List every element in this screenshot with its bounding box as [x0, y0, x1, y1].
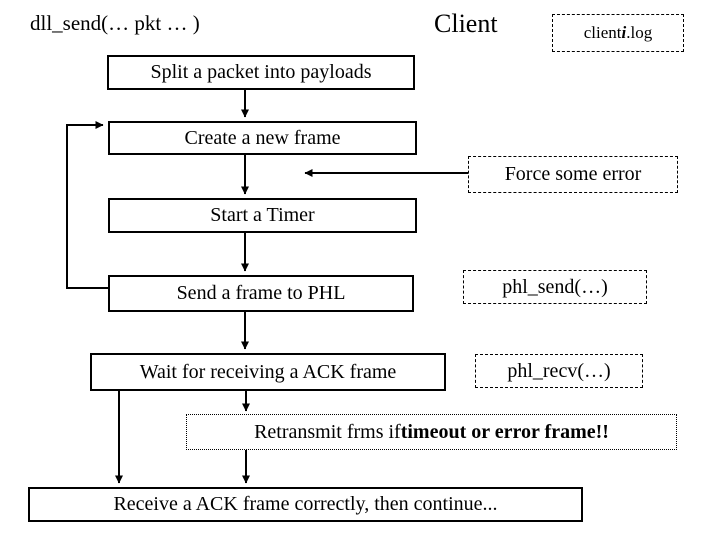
dll-send-label: dll_send(… pkt … )	[30, 11, 200, 35]
step-start-timer: Start a Timer	[108, 198, 417, 233]
step-create-frame: Create a new frame	[108, 121, 417, 155]
step-create-frame-label: Create a new frame	[184, 126, 341, 149]
step-wait-ack: Wait for receiving a ACK frame	[90, 353, 446, 391]
step-wait-ack-label: Wait for receiving a ACK frame	[139, 360, 397, 383]
step-start-timer-label: Start a Timer	[210, 204, 315, 226]
client-log-suffix: .log	[626, 23, 653, 42]
step-split-packet-label: Split a packet into payloads	[150, 61, 372, 83]
step-send-frame: Send a frame to PHL	[108, 275, 414, 312]
client-log-prefix: client	[583, 23, 622, 42]
note-retransmit: Retransmit frms if timeout or error fram…	[186, 414, 677, 450]
step-receive-ack-label: Receive a ACK frame correctly, then cont…	[113, 493, 498, 515]
note-retransmit-normal: Retransmit frms if	[254, 420, 401, 443]
note-force-error-label: Force some error	[504, 163, 642, 185]
arrow-loop-send-to-create	[66, 121, 108, 289]
step-receive-ack: Receive a ACK frame correctly, then cont…	[28, 487, 583, 522]
step-split-packet: Split a packet into payloads	[107, 55, 415, 90]
client-log-index: i	[621, 23, 627, 42]
note-force-error: Force some error	[468, 156, 678, 193]
client-title: Client	[434, 9, 498, 38]
note-retransmit-bold: timeout or error frame!!	[400, 420, 609, 443]
note-phl-send-label: phl_send(…)	[502, 275, 608, 298]
note-phl-recv-label: phl_recv(…)	[507, 359, 611, 382]
step-send-frame-label: Send a frame to PHL	[176, 282, 346, 304]
note-phl-recv: phl_recv(…)	[475, 354, 643, 388]
note-phl-send: phl_send(…)	[463, 270, 647, 304]
